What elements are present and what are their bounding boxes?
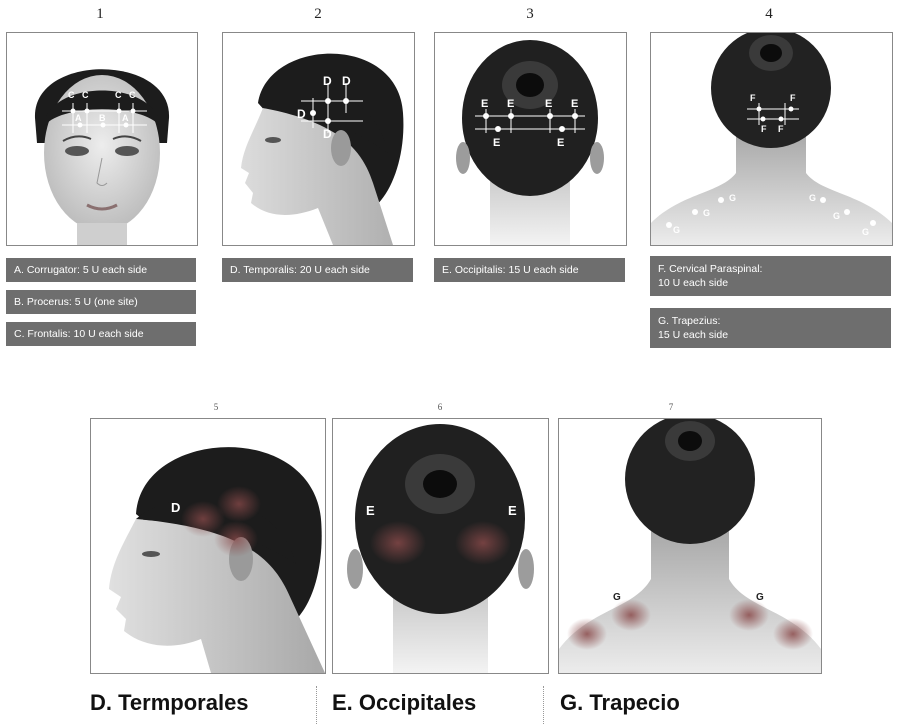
marker-c: C (129, 90, 136, 100)
marker-e: E (366, 503, 375, 518)
panel-number: 4 (749, 6, 789, 23)
marker-a: A (122, 113, 129, 123)
marker-e: E (507, 98, 514, 110)
panel-neck-shoulders: F F F F G G G G G G (650, 32, 893, 246)
marker-f: F (790, 93, 796, 103)
marker-g: G (809, 193, 816, 203)
marker-e: E (493, 137, 500, 149)
marker-a: A (75, 113, 82, 123)
marker-d: D (171, 500, 180, 515)
marker-d: D (297, 107, 306, 121)
caption-frontalis: C. Frontalis: 10 U each side (6, 322, 196, 346)
marker-g: G (756, 592, 764, 603)
caption-cervical-paraspinal: F. Cervical Paraspinal:10 U each side (650, 256, 891, 296)
marker-g: G (862, 227, 869, 237)
marker-g: G (833, 211, 840, 221)
marker-g: G (703, 208, 710, 218)
caption-corrugator: A. Corrugator: 5 U each side (6, 258, 196, 282)
marker-c: C (115, 90, 122, 100)
marker-f: F (750, 93, 756, 103)
marker-g: G (729, 193, 736, 203)
marker-f: F (778, 124, 784, 134)
marker-d: D (342, 74, 351, 88)
panel-number: 7 (651, 402, 691, 412)
caption-procerus: B. Procerus: 5 U (one site) (6, 290, 196, 314)
separator (316, 686, 317, 724)
label-temporales: D. Termporales (90, 690, 249, 716)
marker-e: E (481, 98, 488, 110)
marker-g: G (613, 592, 621, 603)
panel-back-head: E E E E E E (434, 32, 627, 246)
caption-temporalis: D. Temporalis: 20 U each side (222, 258, 413, 282)
panel-side-profile: D D D D (222, 32, 415, 246)
marker-e: E (571, 98, 578, 110)
caption-occipitalis: E. Occipitalis: 15 U each side (434, 258, 625, 282)
caption-trapezius: G. Trapezius:15 U each side (650, 308, 891, 348)
marker-d: D (323, 74, 332, 88)
panel-trapezius-zones: G G (558, 418, 822, 674)
marker-e: E (508, 503, 517, 518)
marker-c: C (68, 90, 75, 100)
panel-number: 3 (510, 6, 550, 23)
panel-temporal-zones: D (90, 418, 326, 674)
label-occipitales: E. Occipitales (332, 690, 476, 716)
marker-b: B (99, 113, 106, 123)
panel-occipital-zones: E E (332, 418, 549, 674)
marker-e: E (557, 137, 564, 149)
marker-d: D (323, 127, 332, 141)
label-trapecio: G. Trapecio (560, 690, 680, 716)
separator (543, 686, 544, 724)
panel-number: 5 (196, 402, 236, 412)
panel-number: 2 (298, 6, 338, 23)
panel-number: 1 (80, 6, 120, 23)
panel-number: 6 (420, 402, 460, 412)
marker-c: C (82, 90, 89, 100)
marker-f: F (761, 124, 767, 134)
panel-frontal-face: C C C C A B A (6, 32, 198, 246)
marker-g: G (673, 225, 680, 235)
marker-e: E (545, 98, 552, 110)
